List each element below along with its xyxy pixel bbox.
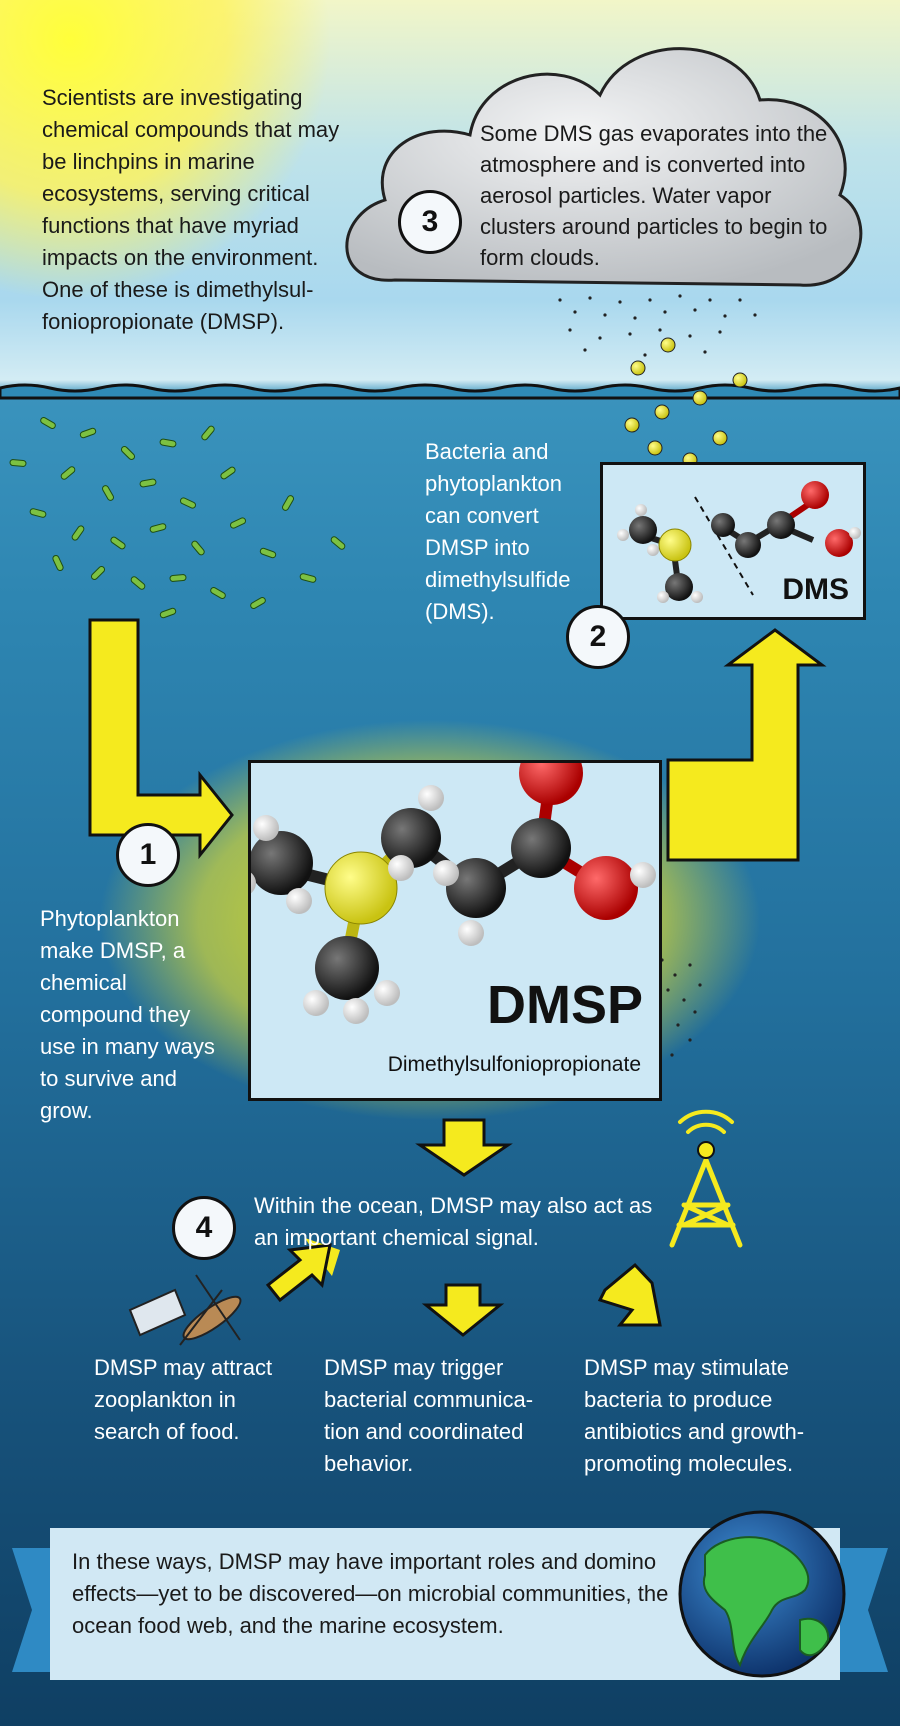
radio-tower-icon	[669, 1109, 743, 1248]
dmsp-molecule	[251, 763, 656, 1024]
zooplankton-icon	[128, 1274, 242, 1346]
dms-panel: DMS	[600, 462, 866, 620]
arrow-effect-2	[421, 1283, 505, 1337]
step-2-badge: 2	[566, 605, 630, 669]
sun-glow	[0, 0, 330, 300]
step-3-text: Some DMS gas evaporates into the atmosph…	[480, 121, 828, 270]
water-surface	[0, 383, 900, 400]
aerosol-particles	[558, 294, 757, 357]
arrow-effect-1	[265, 1243, 332, 1303]
effect-1-text: DMSP may attract zooplankton in search o…	[94, 1355, 273, 1444]
intro-text: Scientists are investigating chemical co…	[42, 85, 340, 334]
step-3-badge: 3	[398, 190, 462, 254]
effect-3-text: DMSP may stimulate bacteria to produce a…	[584, 1355, 805, 1476]
arrow-plankton-to-dmsp	[88, 618, 234, 860]
step-1-badge: 1	[116, 823, 180, 887]
dms-molecule	[617, 481, 861, 603]
step-4-text: Within the ocean, DMSP may also act as a…	[254, 1193, 653, 1250]
step-2-text: Bacteria and phytoplankton can convert D…	[425, 439, 571, 624]
dmsp-label: DMSP	[486, 975, 643, 1035]
rising-dms-molecules	[624, 337, 748, 468]
effect-2-text: DMSP may trigger bacterial communica-tio…	[324, 1355, 534, 1476]
conclusion-text: In these ways, DMSP may have important r…	[72, 1549, 669, 1638]
arrow-dmsp-to-dms	[666, 628, 827, 862]
step-4-badge: 4	[172, 1196, 236, 1260]
arrow-effect-3	[597, 1262, 662, 1327]
arrow-dmsp-down	[415, 1118, 513, 1177]
dmsp-panel: DMSP Dimethylsulfoniopropionate	[248, 760, 662, 1101]
dmsp-fullname: Dimethylsulfoniopropionate	[387, 1053, 641, 1076]
dms-label: DMS	[782, 573, 849, 606]
cloud-icon	[345, 47, 863, 287]
step-1-text: Phytoplankton make DMSP, a chemical comp…	[40, 906, 215, 1123]
phytoplankton-swarm	[9, 417, 346, 619]
